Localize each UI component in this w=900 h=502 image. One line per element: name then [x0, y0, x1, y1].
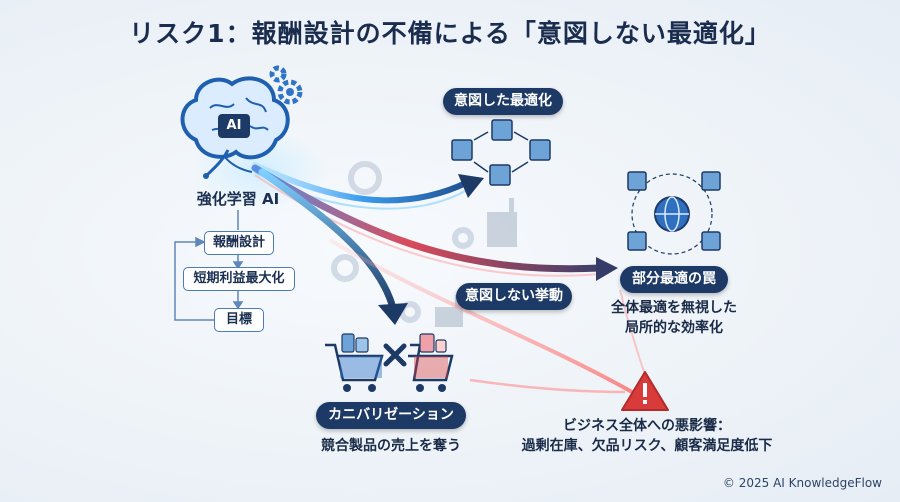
- ai-brain-icon: [180, 76, 290, 179]
- partial-desc-line2: 局所的な効率化: [625, 320, 723, 336]
- impact-streaks: [328, 238, 646, 394]
- factory-icon: [435, 198, 517, 327]
- impact-line2: 過剰在庫、欠品リスク、顧客満足度低下: [521, 438, 773, 454]
- flow-goal: 目標: [214, 308, 264, 332]
- flow-reward-design: 報酬設計: [204, 231, 274, 255]
- unintended-behavior-label: 意図しない挙動: [456, 283, 572, 310]
- cannibalization-label: カニバリゼーション: [316, 402, 466, 429]
- globe-network-icon: [627, 171, 721, 255]
- shopping-cart-blue-icon: [325, 333, 384, 392]
- partial-optimization-label: 部分最適の罠: [620, 266, 728, 293]
- cannibalization-desc: 競合製品の売上を奪う: [321, 438, 461, 454]
- intended-optimization-cubes: [451, 119, 551, 186]
- impact-line1: ビジネス全体への悪影響：: [563, 418, 731, 434]
- copyright-notice: © 2025 AI KnowledgeFlow: [722, 476, 882, 490]
- shopping-cart-red-icon: [408, 333, 454, 392]
- partial-desc-line1: 全体最適を無視した: [611, 300, 737, 316]
- business-impact-desc: ビジネス全体への悪影響： 過剰在庫、欠品リスク、顧客満足度低下: [512, 416, 782, 456]
- warning-icon: [621, 371, 669, 411]
- partial-optimization-desc: 全体最適を無視した 局所的な効率化: [590, 298, 758, 338]
- page-title: リスク1：報酬設計の不備による「意図しない最適化」: [129, 19, 771, 48]
- ai-label: 強化学習 AI: [196, 190, 280, 208]
- cannibalization-path-arrow: [258, 168, 408, 325]
- cycle-arrows: [473, 131, 529, 173]
- reward-flow-connector: [174, 210, 244, 321]
- ai-badge: AI: [226, 118, 242, 133]
- flow-short-term-profit: 短期利益最大化: [183, 267, 295, 291]
- conflict-x-icon: [383, 343, 407, 367]
- intended-optimization-label: 意図した最適化: [443, 88, 563, 115]
- gear-icon: [269, 65, 303, 105]
